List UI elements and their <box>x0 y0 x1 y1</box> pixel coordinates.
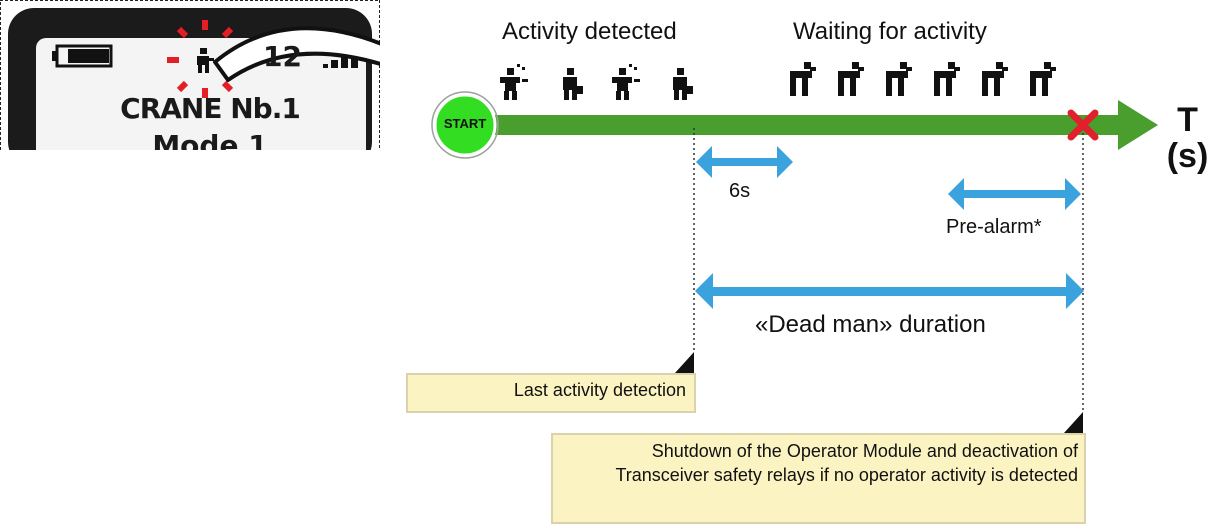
pre-alarm-label: Pre-alarm* <box>946 216 1042 238</box>
activity-operator-icons <box>500 64 693 100</box>
activity-detected-label: Activity detected <box>502 18 677 45</box>
shutdown-note: Shutdown of the Operator Module and deac… <box>551 433 1086 524</box>
operator-tilted-icon <box>934 62 960 96</box>
start-circle <box>433 93 497 157</box>
operator-tilted-icon <box>1030 62 1056 96</box>
pre-alarm-arrow <box>948 178 1081 210</box>
mode-line-clip: Mode 1 <box>100 126 320 150</box>
six-seconds-arrow <box>696 146 793 178</box>
operator-icon <box>197 48 214 73</box>
shutdown-pointer <box>1064 412 1083 433</box>
time-axis-label: T (s) <box>1160 102 1215 174</box>
operator-standing-icon <box>563 68 583 100</box>
operator-tilted-icon <box>982 62 1008 96</box>
operator-tilted-icon <box>790 62 816 96</box>
last-activity-pointer <box>675 352 694 373</box>
operator-standing-icon <box>673 68 693 100</box>
operator-moving-icon <box>500 64 528 100</box>
mode-label: Mode 1 <box>152 129 268 150</box>
dead-man-duration-label: «Dead man» duration <box>755 311 986 338</box>
waiting-for-activity-label: Waiting for activity <box>793 18 987 45</box>
waiting-operator-icons <box>790 62 1056 96</box>
timeline-arrowhead <box>1118 100 1158 150</box>
six-seconds-label: 6s <box>729 180 751 202</box>
remote-display-frame <box>0 0 380 150</box>
operator-moving-icon <box>612 64 640 100</box>
channel-number: 12 <box>263 40 302 73</box>
time-axis-unit: (s) <box>1166 137 1209 175</box>
stop-cross-icon <box>1067 109 1099 141</box>
last-activity-note: Last activity detection <box>406 373 696 413</box>
battery-icon <box>52 44 113 68</box>
pointer-arrow <box>213 26 380 82</box>
operator-tilted-icon <box>886 62 912 96</box>
timeline-bar <box>490 115 1120 135</box>
start-label: START <box>443 116 487 131</box>
remote-display: 12 CRANE Nb.1 Mode 1 <box>0 0 380 155</box>
dead-man-duration-arrow <box>695 273 1084 309</box>
operator-tilted-icon <box>838 62 864 96</box>
crane-name: CRANE Nb.1 <box>120 92 301 125</box>
time-axis-symbol: T <box>1177 101 1198 139</box>
